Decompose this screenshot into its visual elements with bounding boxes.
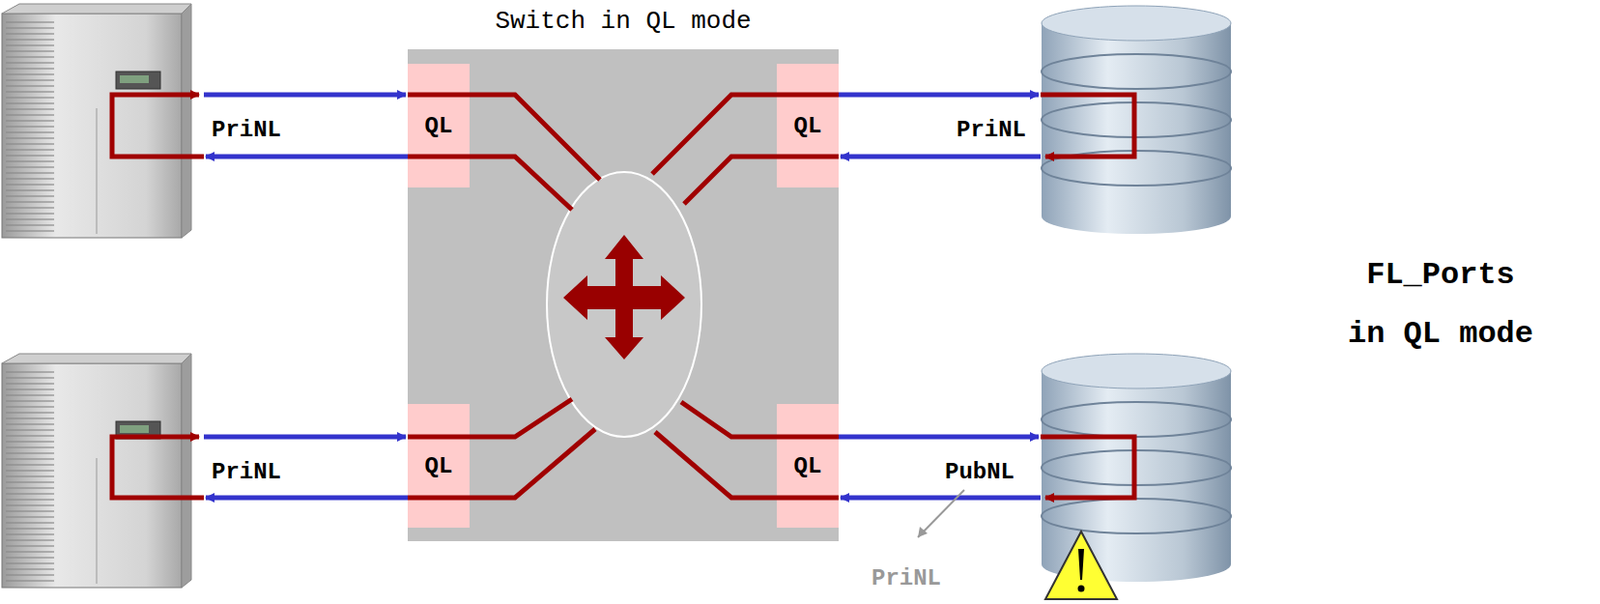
switch-box: Switch in QL modeQLQLQLQL xyxy=(407,49,839,542)
switch-body xyxy=(407,49,839,542)
port-box xyxy=(776,63,839,188)
disk-icon xyxy=(1041,353,1231,582)
crossbar-arrows xyxy=(563,234,686,360)
port-box: QL xyxy=(776,403,839,528)
port-box: QL xyxy=(407,63,470,188)
disk-icon xyxy=(1041,5,1231,234)
port-box: QL xyxy=(776,63,839,188)
port-label: QL xyxy=(425,453,454,480)
link-arrow xyxy=(203,94,1041,498)
mode-caption: FL_Ports in QL mode xyxy=(1343,246,1538,365)
node-label: PubNL xyxy=(944,458,1015,486)
leader-head xyxy=(917,526,928,538)
node-label: PriNL xyxy=(211,458,282,486)
node-label: PriNL xyxy=(956,116,1027,143)
port-box: QL xyxy=(407,403,470,528)
leader-line xyxy=(917,489,965,538)
port-label: QL xyxy=(425,113,454,140)
port-label: QL xyxy=(794,113,823,140)
crossbar xyxy=(546,171,702,437)
server-icon xyxy=(1,353,192,588)
loop-path xyxy=(407,94,839,498)
port-box xyxy=(776,403,839,528)
node-label: PriNL xyxy=(211,116,282,143)
port-box xyxy=(407,403,470,528)
warning-sign xyxy=(1045,531,1117,600)
loop-path xyxy=(112,94,1135,498)
switch-title: Switch in QL mode xyxy=(494,6,751,36)
node-label: PriNL xyxy=(871,565,942,592)
port-box xyxy=(407,63,470,188)
port-label: QL xyxy=(794,453,823,480)
server-icon xyxy=(1,3,192,238)
